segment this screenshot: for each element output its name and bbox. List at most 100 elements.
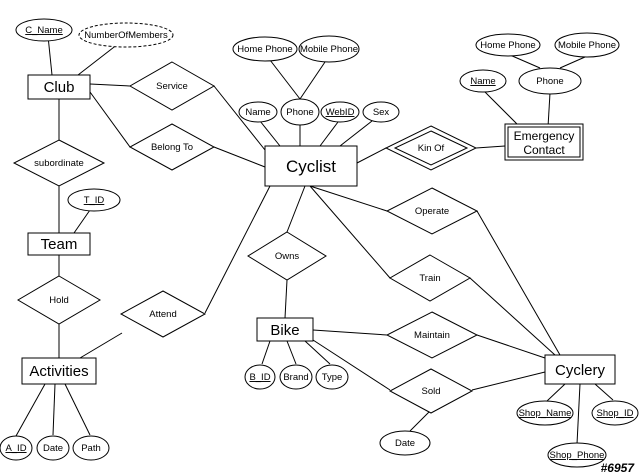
entity-emergency-contact-line1: Emergency <box>514 129 575 143</box>
entity-cyclery: Cyclery <box>544 354 616 385</box>
line-service-cyclist <box>213 85 266 151</box>
rel-owns: Owns <box>247 231 327 281</box>
line-cyclist-kinof <box>356 147 387 164</box>
attr-shop-id: Shop_ID <box>591 400 639 426</box>
attr-shop-id-label: Shop_ID <box>597 408 634 419</box>
entity-club: Club <box>27 74 91 100</box>
rel-belong-to-label: Belong To <box>151 142 193 153</box>
entity-bike-label: Bike <box>270 322 299 339</box>
attr-path-label: Path <box>81 443 101 454</box>
line-cyclist-train <box>309 185 391 279</box>
rel-belong-to: Belong To <box>128 123 216 171</box>
attr-ec-mobile-phone-label: Mobile Phone <box>558 40 616 51</box>
attr-cyclist-name: Name <box>238 101 278 123</box>
line-club-numberofmembers <box>77 43 119 76</box>
line-operate-cyclery <box>476 210 561 356</box>
attr-shop-phone: Shop_Phone <box>547 442 607 468</box>
line-belongto-cyclist <box>213 146 266 168</box>
attr-sold-date-label: Date <box>395 438 415 449</box>
line-sold-cyclery <box>471 371 546 391</box>
line-cyclery-shopphone <box>576 383 581 445</box>
attr-type: Type <box>315 364 349 390</box>
line-cyclery-shopname <box>546 383 566 402</box>
attr-cyclist-phone: Phone <box>280 98 320 126</box>
attr-ec-home-phone-label: Home Phone <box>480 40 535 51</box>
entity-activities-label: Activities <box>29 363 88 380</box>
entity-team: Team <box>27 232 91 256</box>
line-cyclist-webid <box>319 121 339 147</box>
attr-mobile-phone: Mobile Phone <box>298 35 360 63</box>
line-ecphone-homephone <box>509 54 541 69</box>
line-sold-date <box>409 410 431 432</box>
line-train-cyclery <box>469 277 556 356</box>
attr-t-id: T_ID <box>67 188 121 212</box>
entity-club-label: Club <box>44 79 75 96</box>
entity-cyclist-label: Cyclist <box>286 157 336 176</box>
line-cyclist-operate <box>309 185 388 212</box>
entity-activities: Activities <box>21 357 97 385</box>
line-activities-date <box>52 383 56 436</box>
attr-c-name-label: C_Name <box>25 25 63 36</box>
rel-sold: Sold <box>388 368 474 414</box>
line-emergency-phone <box>547 92 551 128</box>
rel-hold: Hold <box>17 275 101 325</box>
entity-cyclery-label: Cyclery <box>555 362 606 379</box>
attr-home-phone: Home Phone <box>232 36 298 62</box>
rel-hold-label: Hold <box>49 295 69 306</box>
attr-b-id: B_ID <box>244 364 276 390</box>
line-bike-bid <box>261 340 271 365</box>
line-owns-bike <box>284 279 288 319</box>
attr-a-id-label: A_ID <box>5 443 26 454</box>
line-activities-attend <box>79 332 123 359</box>
attr-brand: Brand <box>279 364 313 390</box>
line-bike-sold <box>312 339 391 391</box>
rel-operate-label: Operate <box>415 206 449 217</box>
line-bike-brand <box>286 340 297 365</box>
rel-attend-label: Attend <box>149 309 176 320</box>
entity-emergency-contact-line2: Contact <box>523 143 565 157</box>
attr-sold-date: Date <box>379 430 431 456</box>
attr-c-name: C_Name <box>15 18 73 42</box>
attr-shop-name-label: Shop_Name <box>519 408 572 419</box>
rel-operate: Operate <box>385 187 479 235</box>
line-cyclist-owns <box>286 185 306 233</box>
rel-maintain-label: Maintain <box>414 330 450 341</box>
line-emergency-name <box>482 89 521 128</box>
attr-cyclist-phone-label: Phone <box>286 107 313 118</box>
attr-sex-label: Sex <box>373 107 390 118</box>
rel-attend: Attend <box>119 290 207 338</box>
attr-number-of-members: NumberOfMembers <box>78 22 174 48</box>
attr-activity-date: Date <box>36 435 70 461</box>
line-phone-homephone <box>269 59 301 100</box>
line-club-cname <box>47 35 53 76</box>
attr-shop-name: Shop_Name <box>516 400 574 426</box>
entity-bike: Bike <box>256 317 314 342</box>
attr-type-label: Type <box>322 372 343 383</box>
attr-mobile-phone-label: Mobile Phone <box>300 44 358 55</box>
attr-web-id-label: WebID <box>326 107 355 118</box>
attr-shop-phone-label: Shop_Phone <box>550 450 605 461</box>
attr-t-id-label: T_ID <box>84 195 105 206</box>
rel-kin-of-label: Kin Of <box>418 143 445 154</box>
attr-ec-name: Name <box>459 69 507 93</box>
line-phone-mobilephone <box>299 61 326 100</box>
line-activities-aid <box>15 383 46 437</box>
rel-sold-label: Sold <box>421 386 440 397</box>
line-club-service <box>89 83 131 87</box>
attr-sex: Sex <box>362 101 400 123</box>
rel-kin-of: Kin Of <box>384 125 478 171</box>
line-bike-type <box>304 340 331 365</box>
line-activities-path <box>64 383 91 436</box>
attr-ec-phone: Phone <box>518 67 582 95</box>
attr-ec-phone-label: Phone <box>536 76 563 87</box>
rel-service-label: Service <box>156 81 188 92</box>
attr-number-of-members-label: NumberOfMembers <box>84 30 168 41</box>
line-maintain-cyclery <box>476 334 546 359</box>
attr-a-id: A_ID <box>0 435 33 461</box>
line-bike-maintain <box>312 329 388 336</box>
attr-ec-mobile-phone: Mobile Phone <box>554 32 620 58</box>
attr-activity-date-label: Date <box>43 443 63 454</box>
line-team-tid <box>73 209 91 234</box>
connector-lines <box>15 35 614 445</box>
